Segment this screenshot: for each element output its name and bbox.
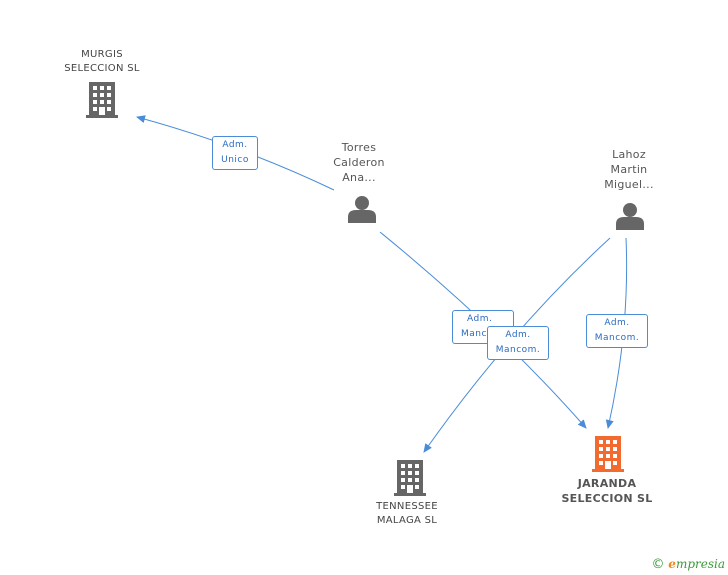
copyright-icon: © bbox=[651, 557, 665, 572]
edge-torres-jaranda-line2: Mancom. bbox=[461, 329, 506, 339]
node-jaranda-line2: SELECCION SL bbox=[561, 492, 653, 505]
edge-lahoz-tennessee-line1: Adm. bbox=[505, 330, 531, 340]
node-lahoz-line2: Martin bbox=[610, 163, 648, 176]
node-label-murgis: MURGIS SELECCION SL bbox=[40, 48, 164, 76]
edge-label-lahoz-tennessee[interactable]: Adm. Mancom. bbox=[487, 326, 549, 360]
node-label-lahoz: Lahoz Martin Miguel... bbox=[584, 147, 674, 192]
node-murgis-line1: MURGIS bbox=[81, 49, 123, 60]
brand-logo-rest: mpresia bbox=[675, 557, 725, 571]
edge-torres-murgis-line2: Unico bbox=[221, 155, 249, 165]
node-label-tennessee: TENNESSEE MALAGA SL bbox=[350, 500, 464, 528]
node-tennessee-line2: MALAGA SL bbox=[376, 515, 438, 526]
person-icon[interactable] bbox=[348, 195, 376, 223]
node-lahoz-line3: Miguel... bbox=[604, 178, 654, 191]
node-lahoz-line1: Lahoz bbox=[612, 148, 646, 161]
node-murgis-line2: SELECCION SL bbox=[64, 63, 140, 74]
building-icon[interactable] bbox=[592, 436, 624, 472]
edge-lahoz-jaranda-line1: Adm. bbox=[604, 318, 630, 328]
edge-torres-murgis-line1: Adm. bbox=[222, 140, 248, 150]
building-icon[interactable] bbox=[394, 460, 426, 496]
node-torres-line3: Ana... bbox=[342, 171, 376, 184]
person-icon[interactable] bbox=[616, 202, 644, 230]
edge-lahoz-jaranda-line2: Mancom. bbox=[594, 333, 640, 343]
edge-label-lahoz-jaranda[interactable]: Adm. Mancom. bbox=[586, 314, 648, 348]
node-label-torres: Torres Calderon Ana... bbox=[314, 140, 404, 185]
building-icon[interactable] bbox=[86, 82, 118, 118]
node-torres-line1: Torres bbox=[341, 141, 377, 154]
footer-brand[interactable]: © empresia bbox=[651, 557, 725, 572]
edge-lahoz-tennessee-line2: Mancom. bbox=[495, 345, 541, 355]
node-jaranda-line1: JARANDA bbox=[577, 477, 637, 490]
edge-label-torres-murgis[interactable]: Adm. Unico bbox=[212, 136, 258, 170]
node-torres-line2: Calderon bbox=[333, 156, 385, 169]
brand-logo-initial: e bbox=[668, 557, 676, 571]
edge-torres-jaranda-line1: Adm. bbox=[467, 314, 493, 324]
node-tennessee-line1: TENNESSEE bbox=[376, 501, 438, 512]
node-label-jaranda: JARANDA SELECCION SL bbox=[546, 476, 668, 506]
